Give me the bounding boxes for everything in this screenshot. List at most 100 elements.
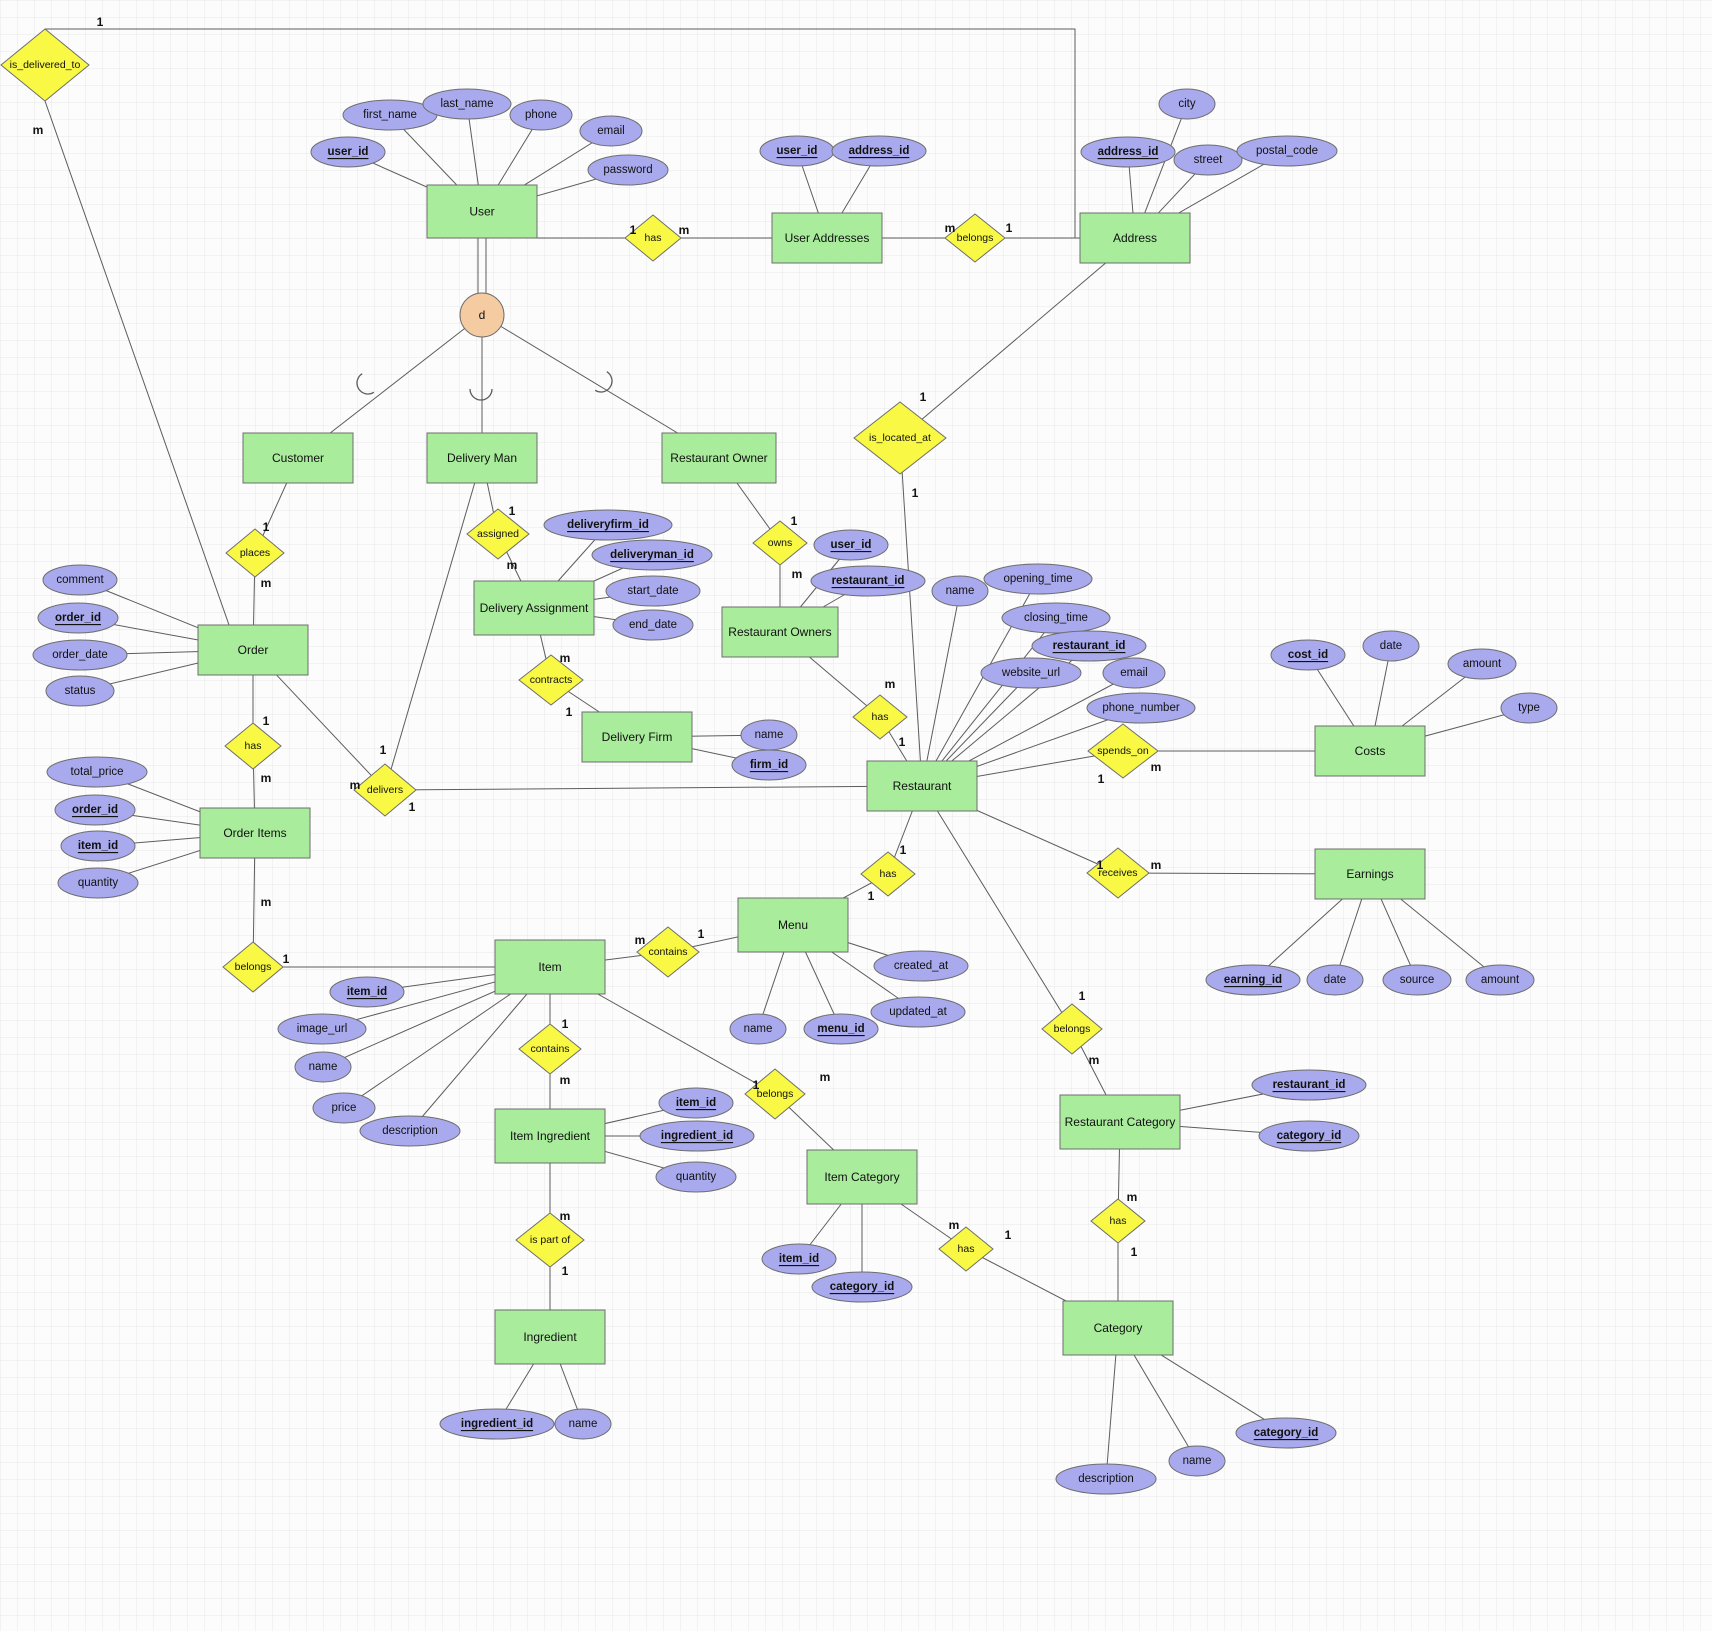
- relationship-contracts[interactable]: contracts: [518, 654, 584, 706]
- relationship-has_order_items[interactable]: has: [224, 722, 282, 770]
- attribute-ea_date[interactable]: date: [1306, 964, 1364, 996]
- entity-address[interactable]: Address: [1079, 212, 1191, 264]
- attribute-re_phone_number[interactable]: phone_number: [1086, 692, 1196, 724]
- relationship-is_delivered_to[interactable]: is_delivered_to: [0, 28, 90, 102]
- attribute-ad_address_id[interactable]: address_id: [1080, 136, 1176, 168]
- entity-item[interactable]: Item: [494, 939, 606, 995]
- entity-order[interactable]: Order: [197, 624, 309, 676]
- entity-earnings[interactable]: Earnings: [1314, 848, 1426, 900]
- attribute-it_description[interactable]: description: [359, 1115, 461, 1147]
- relationship-belongs_item_category[interactable]: belongs: [744, 1068, 806, 1120]
- attribute-u_email[interactable]: email: [579, 115, 643, 147]
- attribute-or_status[interactable]: status: [45, 675, 115, 707]
- entity-restaurant_owners[interactable]: Restaurant Owners: [721, 606, 839, 658]
- relationship-has_restaurant[interactable]: has: [852, 694, 908, 740]
- attribute-it_price[interactable]: price: [312, 1092, 376, 1124]
- attribute-da_deliveryfirm_id[interactable]: deliveryfirm_id: [543, 509, 673, 541]
- relationship-belongs_address[interactable]: belongs: [944, 213, 1006, 263]
- entity-item_category[interactable]: Item Category: [806, 1149, 918, 1205]
- relationship-has_menu[interactable]: has: [860, 851, 916, 897]
- attribute-df_firm_id[interactable]: firm_id: [731, 749, 807, 781]
- attribute-ca_category_id[interactable]: category_id: [1235, 1417, 1337, 1449]
- attribute-re_email[interactable]: email: [1102, 657, 1166, 689]
- attribute-re_closing_time[interactable]: closing_time: [1001, 602, 1111, 634]
- attribute-ua_address_id[interactable]: address_id: [831, 135, 927, 167]
- relationship-receives[interactable]: receives: [1086, 847, 1150, 899]
- relationship-has_category_restaurant[interactable]: has: [1090, 1198, 1146, 1244]
- attribute-me_created_at[interactable]: created_at: [873, 950, 969, 982]
- attribute-co_type[interactable]: type: [1500, 692, 1558, 724]
- relationship-delivers[interactable]: delivers: [353, 763, 417, 817]
- relationship-is_located_at[interactable]: is_located_at: [853, 401, 947, 475]
- attribute-ca_name[interactable]: name: [1168, 1445, 1226, 1477]
- attribute-ua_user_id[interactable]: user_id: [759, 135, 835, 167]
- attribute-oi_total_price[interactable]: total_price: [46, 756, 148, 788]
- entity-customer[interactable]: Customer: [242, 432, 354, 484]
- entity-user[interactable]: User: [426, 184, 538, 239]
- entity-restaurant[interactable]: Restaurant: [866, 760, 978, 812]
- attribute-ea_source[interactable]: source: [1382, 964, 1452, 996]
- entity-costs[interactable]: Costs: [1314, 725, 1426, 777]
- attribute-re_website_url[interactable]: website_url: [980, 657, 1082, 689]
- attribute-re_opening_time[interactable]: opening_time: [983, 563, 1093, 595]
- attribute-or_comment[interactable]: comment: [42, 564, 118, 596]
- attribute-co_date[interactable]: date: [1362, 630, 1420, 662]
- attribute-u_phone[interactable]: phone: [509, 99, 573, 131]
- entity-delivery_man[interactable]: Delivery Man: [426, 432, 538, 484]
- relationship-belongs_restaurant_category[interactable]: belongs: [1041, 1003, 1103, 1055]
- attribute-or_order_date[interactable]: order_date: [32, 639, 128, 671]
- attribute-co_amount[interactable]: amount: [1447, 648, 1517, 680]
- attribute-ro_restaurant_id[interactable]: restaurant_id: [810, 565, 926, 597]
- attribute-ad_postal_code[interactable]: postal_code: [1236, 135, 1338, 167]
- attribute-da_start_date[interactable]: start_date: [605, 575, 701, 607]
- attribute-da_deliveryman_id[interactable]: deliveryman_id: [591, 539, 713, 571]
- attribute-da_end_date[interactable]: end_date: [612, 609, 694, 641]
- relationship-contains_item_ingredient[interactable]: contains: [518, 1023, 582, 1075]
- relationship-has_category_item[interactable]: has: [938, 1226, 994, 1272]
- attribute-me_name[interactable]: name: [729, 1013, 787, 1045]
- attribute-it_image_url[interactable]: image_url: [277, 1013, 367, 1045]
- entity-order_items[interactable]: Order Items: [199, 807, 311, 859]
- attribute-ea_earning_id[interactable]: earning_id: [1205, 964, 1301, 996]
- entity-category[interactable]: Category: [1062, 1300, 1174, 1356]
- attribute-re_restaurant_id[interactable]: restaurant_id: [1031, 630, 1147, 662]
- relationship-has_user_addresses[interactable]: has: [624, 214, 682, 262]
- attribute-or_order_id[interactable]: order_id: [37, 602, 119, 634]
- attribute-u_last_name[interactable]: last_name: [422, 88, 512, 120]
- relationship-owns[interactable]: owns: [752, 520, 808, 566]
- attribute-in_name[interactable]: name: [554, 1408, 612, 1440]
- attribute-ii_item_id[interactable]: item_id: [658, 1087, 734, 1119]
- relationship-belongs_item[interactable]: belongs: [222, 941, 284, 993]
- attribute-ad_street[interactable]: street: [1173, 144, 1243, 176]
- entity-item_ingredient[interactable]: Item Ingredient: [494, 1108, 606, 1164]
- attribute-me_updated_at[interactable]: updated_at: [870, 996, 966, 1028]
- entity-ingredient[interactable]: Ingredient: [494, 1309, 606, 1365]
- entity-delivery_firm[interactable]: Delivery Firm: [581, 711, 693, 763]
- attribute-ro_user_id[interactable]: user_id: [813, 529, 889, 561]
- attribute-it_item_id[interactable]: item_id: [329, 976, 405, 1008]
- relationship-is_part_of[interactable]: is part of: [515, 1212, 585, 1268]
- specialization-d-circle[interactable]: d: [459, 292, 505, 338]
- attribute-oi_order_id[interactable]: order_id: [54, 794, 136, 826]
- attribute-u_first_name[interactable]: first_name: [342, 99, 438, 131]
- attribute-u_user_id[interactable]: user_id: [310, 136, 386, 168]
- attribute-oi_item_id[interactable]: item_id: [60, 830, 136, 862]
- entity-user_addresses[interactable]: User Addresses: [771, 212, 883, 264]
- attribute-rc_category_id[interactable]: category_id: [1258, 1120, 1360, 1152]
- relationship-places[interactable]: places: [225, 528, 285, 578]
- entity-delivery_assignment[interactable]: Delivery Assignment: [473, 580, 595, 636]
- entity-restaurant_category[interactable]: Restaurant Category: [1059, 1094, 1181, 1150]
- attribute-ea_amount[interactable]: amount: [1465, 964, 1535, 996]
- relationship-assigned[interactable]: assigned: [466, 508, 530, 560]
- attribute-ic_category_id[interactable]: category_id: [811, 1271, 913, 1303]
- attribute-ic_item_id[interactable]: item_id: [761, 1243, 837, 1275]
- relationship-contains_menu_item[interactable]: contains: [636, 926, 700, 978]
- attribute-ad_city[interactable]: city: [1158, 88, 1216, 120]
- attribute-rc_restaurant_id[interactable]: restaurant_id: [1251, 1069, 1367, 1101]
- attribute-u_password[interactable]: password: [587, 154, 669, 186]
- attribute-me_menu_id[interactable]: menu_id: [803, 1013, 879, 1045]
- attribute-re_name[interactable]: name: [931, 575, 989, 607]
- entity-restaurant_owner[interactable]: Restaurant Owner: [661, 432, 777, 484]
- attribute-ii_ingredient_id[interactable]: ingredient_id: [639, 1120, 755, 1152]
- entity-menu[interactable]: Menu: [737, 897, 849, 953]
